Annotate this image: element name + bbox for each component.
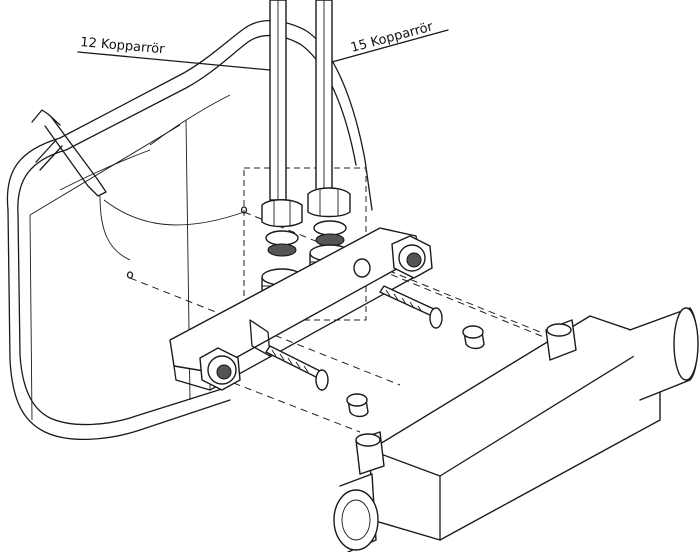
pipe-12-label-group: 12 Kopparrör xyxy=(77,35,271,71)
screw-icon xyxy=(265,285,443,391)
copper-pipe-icon xyxy=(269,0,333,201)
wall-bracket-icon xyxy=(169,227,433,391)
wall-plug-icon xyxy=(346,325,485,418)
thermostatic-mixer-icon xyxy=(333,307,699,552)
pipe-15-label-group: 15 Kopparrör xyxy=(331,19,449,63)
pipe-12-label: 12 Kopparrör xyxy=(80,35,166,57)
drill-bit-icon xyxy=(31,109,131,261)
wall-panel xyxy=(6,19,373,441)
